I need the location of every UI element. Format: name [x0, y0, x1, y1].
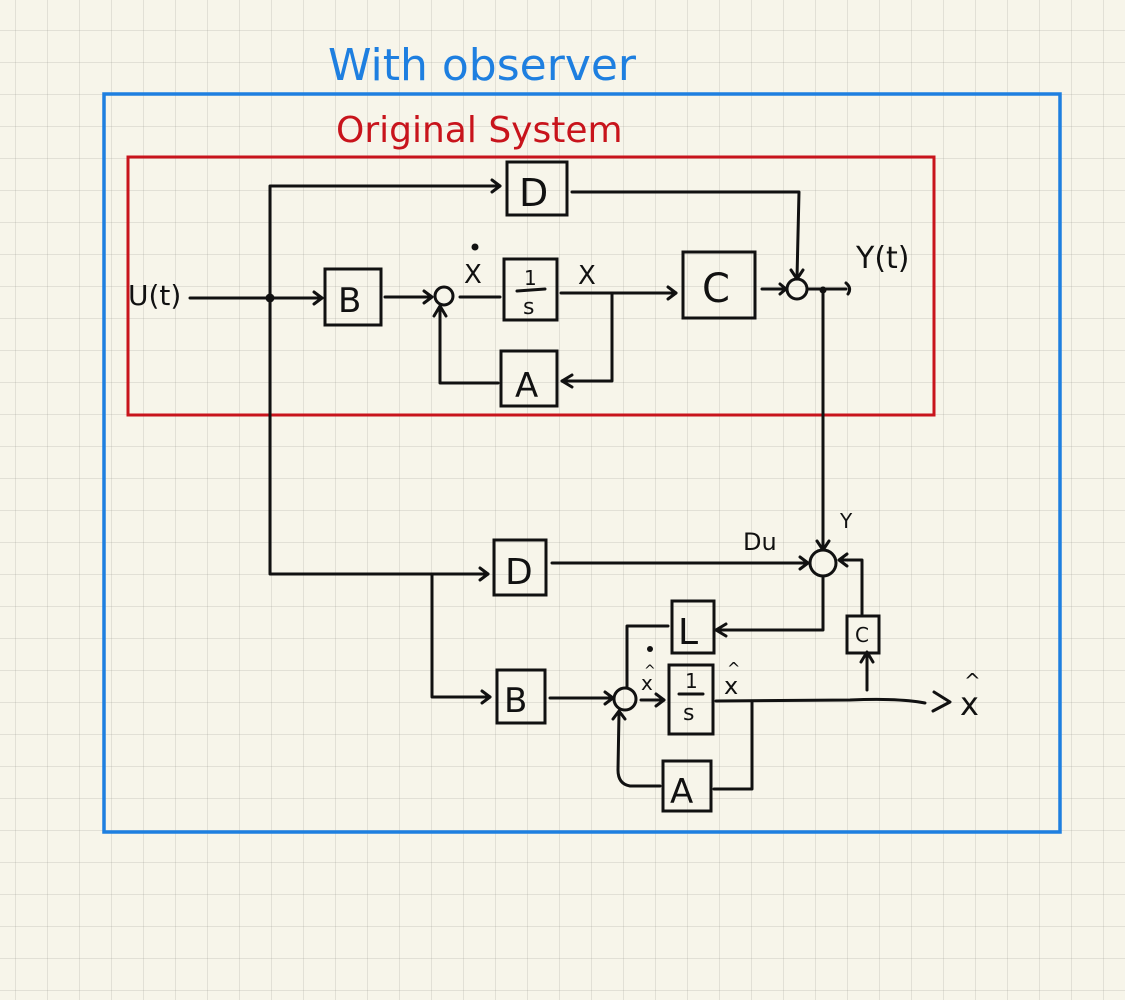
wire-C-to-error	[838, 558, 864, 616]
dot-accent	[471, 243, 479, 251]
observer-block-L	[670, 599, 716, 655]
observer-block-A	[661, 759, 713, 813]
fraction-bar	[515, 287, 547, 293]
y-label: Y	[839, 509, 853, 533]
wire-u-to-D	[268, 184, 502, 300]
observer-block-C-label: C	[855, 623, 869, 647]
integrator-den: s	[523, 295, 534, 320]
arrow-head	[798, 555, 810, 571]
wire-A-to-sum	[438, 306, 500, 385]
block-A-label: A	[515, 366, 538, 406]
wire-xhat-feedback	[712, 700, 754, 791]
integrator-num: 1	[524, 266, 537, 290]
arrow-head	[815, 539, 831, 552]
arrow-head	[422, 289, 434, 305]
dot-accent	[647, 646, 653, 652]
block-B-label: B	[338, 281, 361, 321]
wire-u-to-observer	[268, 296, 490, 576]
block-D-label: D	[519, 171, 548, 215]
observer-summing-junction	[612, 686, 638, 712]
arrow-head	[611, 709, 627, 721]
observer-block-B	[495, 668, 547, 725]
arrow-head	[432, 304, 448, 318]
arrow-head	[789, 268, 805, 281]
x-label: X	[578, 261, 596, 291]
arrow-head	[666, 285, 678, 301]
block-B	[323, 267, 383, 327]
observer-error-junction	[808, 548, 838, 578]
observer-block-D	[492, 538, 548, 597]
xdot-label: X	[464, 260, 482, 290]
arrow-head	[560, 373, 574, 389]
xhat-output-label: x	[960, 685, 979, 723]
hat-accent: ^	[964, 669, 981, 693]
hat-accent: ^	[644, 663, 656, 679]
wire-xhat	[714, 697, 927, 705]
observer-block-D-label: D	[505, 552, 533, 593]
arrow-head	[844, 281, 852, 296]
output-label: Y(t)	[855, 241, 910, 276]
observer-block-L-label: L	[678, 612, 698, 653]
arrow-head	[490, 178, 502, 194]
arrow-head	[931, 690, 952, 713]
arrow-head	[478, 566, 490, 582]
output-summing-junction	[785, 277, 809, 301]
wire-feedback-x	[560, 291, 614, 383]
arrow-head	[837, 552, 849, 568]
observer-block-integrator	[667, 663, 715, 736]
wire-D-to-sum	[570, 190, 801, 280]
wire-error-to-L	[714, 575, 825, 632]
Du-label: Du	[743, 528, 777, 556]
block-D	[505, 160, 569, 217]
observer-block-B-label: B	[504, 681, 527, 721]
block-A	[499, 349, 559, 408]
arrow-head	[480, 689, 492, 705]
wire-L-to-sum	[625, 624, 670, 690]
diagram-title: With observer	[328, 40, 637, 91]
observer-frame	[102, 92, 1062, 834]
original-system-frame	[126, 155, 936, 417]
hat-accent: ^	[727, 659, 740, 678]
summing-junction	[433, 285, 455, 307]
block-C-label: C	[702, 266, 730, 312]
branch-point	[819, 286, 827, 294]
block-integrator	[502, 257, 559, 322]
observer-block-A-label: A	[670, 772, 693, 812]
observer-integrator-num: 1	[685, 669, 698, 693]
observer-integrator-den: s	[683, 701, 694, 726]
arrow-head	[654, 692, 666, 708]
xhat-dot-label: x	[641, 671, 653, 695]
original-system-label: Original System	[336, 110, 623, 151]
block-C	[681, 250, 757, 320]
xhat-label: x	[724, 672, 738, 700]
input-label: U(t)	[128, 279, 181, 312]
arrow-head	[714, 622, 728, 638]
wire-A-to-sum2	[616, 711, 662, 788]
arrow-head	[312, 290, 324, 306]
observer-block-C	[845, 614, 881, 655]
wire-u-to-observer-B	[430, 572, 492, 699]
